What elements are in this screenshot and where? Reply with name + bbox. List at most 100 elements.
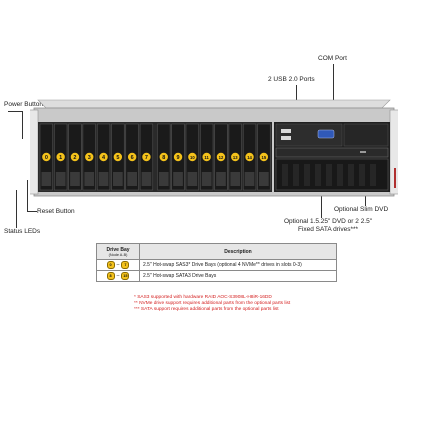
drive-bay-badge (188, 152, 197, 162)
status-leds-label: Status LEDs (4, 228, 41, 235)
vent-grille (343, 123, 389, 147)
grille-slot (282, 164, 288, 186)
drive-bay-latch[interactable] (55, 172, 66, 186)
drive-bay-badge (42, 152, 51, 162)
bay-range: 0–7 (96, 259, 140, 271)
drive-bay-number: 14 (247, 155, 252, 160)
drive-bay-number: 5 (116, 155, 119, 161)
drive-bay-latch[interactable] (173, 172, 183, 186)
bay-description: 2.5" Hot-swap SATA3 Drive Bays (139, 270, 337, 282)
footnote-sata: *** SATA support requires additional par… (134, 307, 279, 312)
drive-bay-latch[interactable] (98, 172, 109, 186)
bay-badge-to: 7 (121, 261, 130, 269)
chassis-top-cover (37, 99, 391, 109)
power-leader-v (22, 111, 23, 139)
slim-dvd-tray[interactable] (275, 147, 389, 158)
bay-description: 2.5" Hot-swap SAS3* Drive Bays (optional… (139, 259, 337, 271)
reset-leader-h (27, 211, 37, 212)
table-row: 0–7 2.5" Hot-swap SAS3* Drive Bays (opti… (96, 259, 337, 271)
drive-bay-number: 9 (177, 155, 180, 161)
drive-bay-latch[interactable] (84, 172, 95, 186)
bay-badge-from: 0 (106, 261, 115, 269)
drive-bay-badge (142, 152, 151, 162)
left-rack-ear (30, 109, 39, 195)
usb-ports-label: 2 USB 2.0 Ports (268, 76, 315, 83)
drive-bay-number: 0 (45, 155, 48, 161)
drive-bay-number: 3 (88, 155, 91, 161)
bay-badge-to: 15 (121, 272, 130, 280)
footnotes: * SAS3 supported with hardware RAID AOC-… (134, 295, 290, 313)
com-port-label: COM Port (318, 55, 347, 62)
drive-bay-latch[interactable] (158, 172, 169, 186)
drive-bay-number: 15 (262, 155, 267, 160)
drive-bay-badge (113, 152, 123, 162)
drive-bay-number: 10 (190, 155, 195, 160)
footnote-nvme: ** NVMe drive support requires additiona… (134, 301, 291, 306)
optional-dvd-fixed-label: Optional 1.5.25" DVD or 2 2.5" Fixed SAT… (283, 218, 373, 233)
drive-bay-latch[interactable] (230, 172, 241, 186)
col-drive-bay-sub: (Node A-B) (108, 252, 128, 257)
drive-bay-table: Drive Bay (Node A-B) Description 0–7 2.5… (96, 243, 337, 282)
drive-bay-latch[interactable] (187, 172, 198, 186)
grille-slot (304, 164, 310, 186)
com-port[interactable] (317, 129, 335, 139)
drive-bay-number: 1 (59, 155, 62, 161)
reset-button-label: Reset Button (37, 208, 75, 215)
footnote-sas3: * SAS3 supported with hardware RAID AOC-… (134, 295, 272, 300)
col-drive-bay-label: Drive Bay (106, 246, 130, 253)
drive-bay-latch[interactable] (113, 172, 123, 186)
reset-leader-v (27, 180, 28, 211)
drive-bay-badge (259, 152, 269, 162)
drive-bay-badge (216, 152, 226, 162)
status-leader-v (16, 190, 17, 228)
drive-bay-latch[interactable] (70, 172, 80, 186)
drive-bay-number: 7 (145, 155, 148, 161)
drive-bay-latch[interactable] (127, 172, 137, 186)
com-leader-v (333, 64, 334, 135)
optional-slim-dvd-label: Optional Slim DVD (334, 206, 389, 213)
power-leader-h (8, 111, 23, 112)
drive-bay-number: 8 (162, 155, 165, 161)
drive-bay-latch[interactable] (141, 172, 152, 186)
usb-port-2[interactable] (281, 136, 291, 140)
drive-bay-number: 13 (233, 155, 238, 160)
drive-bay-latch[interactable] (201, 172, 212, 186)
drive-bay-number: 12 (219, 155, 224, 160)
grille-slot (337, 164, 343, 186)
drive-bay-badge (85, 152, 94, 162)
slim-dvd-eject[interactable] (360, 151, 366, 153)
drive-bay-badge (173, 152, 183, 162)
table-row: 8–15 2.5" Hot-swap SATA3 Drive Bays (96, 270, 337, 282)
drive-bay-latch[interactable] (259, 172, 269, 186)
drive-bay-number: 4 (102, 155, 106, 161)
col-description: Description (139, 243, 337, 260)
drive-bay-badge (231, 152, 240, 162)
drive-bay-latch[interactable] (216, 172, 226, 186)
col-drive-bay: Drive Bay (Node A-B) (96, 243, 140, 260)
grille-slot (293, 164, 299, 186)
drive-bay-number: 11 (204, 155, 209, 160)
grille-slot (315, 164, 321, 186)
drive-bay-badge (99, 152, 108, 162)
power-button-label: Power Button (4, 101, 44, 108)
dvd-bay-grille (282, 164, 376, 186)
grille-slot (370, 164, 376, 186)
drive-bay-badge (127, 152, 137, 162)
drive-bay-latch[interactable] (244, 172, 255, 186)
bay-badge-from: 8 (106, 272, 115, 280)
dvd-fixed-leader-v (321, 184, 322, 218)
io-panel (275, 123, 343, 147)
bay-range: 8–15 (96, 270, 140, 282)
drive-bay-badge (56, 152, 65, 162)
drive-bay-badge (159, 152, 168, 162)
drive-bay-number: 6 (131, 155, 134, 161)
brand-strip (394, 168, 396, 188)
drive-bay-badge (202, 152, 211, 162)
table-header-row: Drive Bay (Node A-B) Description (96, 243, 337, 260)
usb-port-1[interactable] (281, 129, 291, 133)
drive-bay-badge (70, 152, 80, 162)
drive-bay-latch[interactable] (41, 172, 52, 186)
drive-bay-badge (245, 152, 254, 162)
